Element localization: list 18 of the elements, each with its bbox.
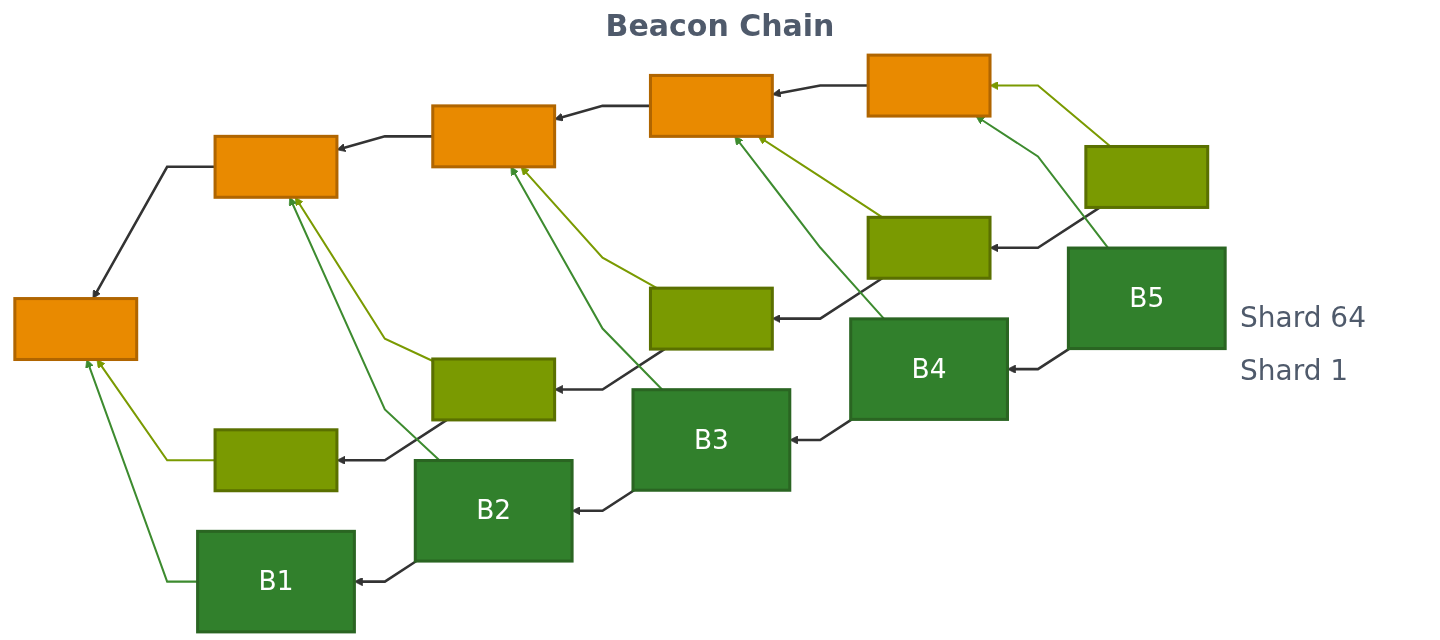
- node-box: [431, 104, 557, 169]
- chain-label: Shard 64: [1240, 300, 1367, 334]
- node-box: [1084, 145, 1210, 209]
- node-box: B1: [196, 529, 356, 634]
- node-box: [648, 286, 774, 351]
- node-box: [648, 73, 774, 138]
- node-box: [213, 134, 339, 199]
- node-box: [213, 428, 339, 493]
- chain-label: Shard 1: [1240, 353, 1350, 387]
- node-box: B3: [631, 388, 792, 492]
- node-box: B5: [1066, 246, 1227, 351]
- diagram-title: Beacon Chain: [605, 8, 835, 43]
- node-box: [431, 357, 557, 422]
- node-box: [866, 53, 992, 118]
- node-box: [13, 297, 139, 361]
- node-box: [866, 215, 992, 280]
- node-box: B2: [413, 459, 574, 563]
- node-box: B4: [849, 317, 1009, 421]
